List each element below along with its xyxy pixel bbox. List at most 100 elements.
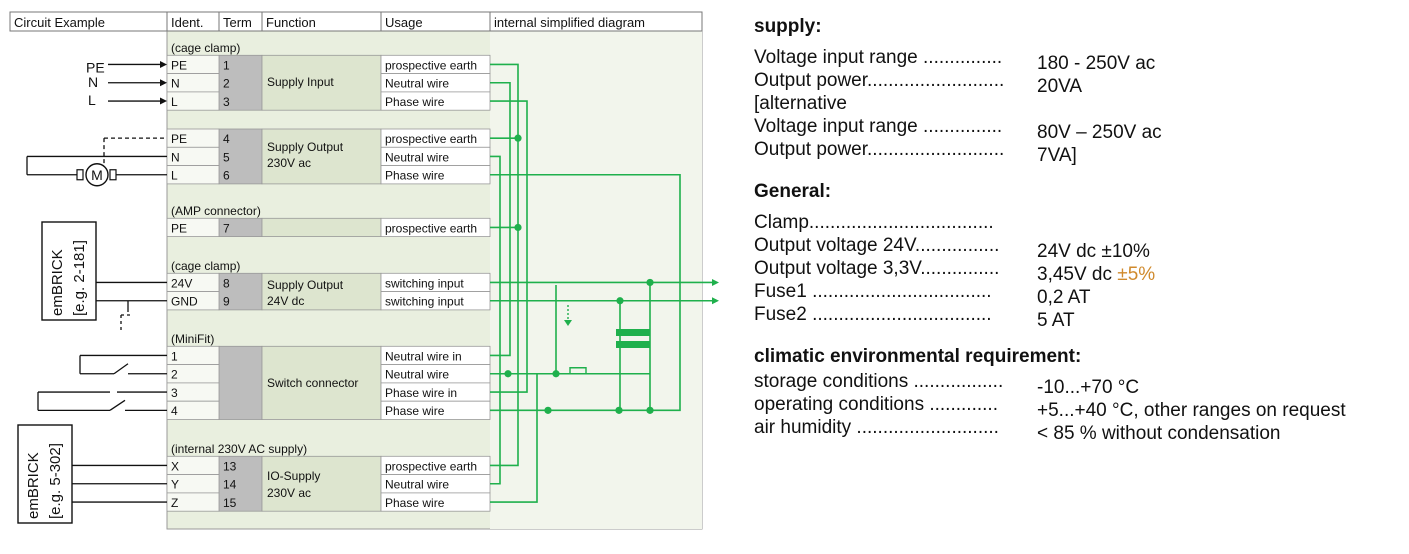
spec-value: 80V – 250V ac — [1037, 122, 1162, 143]
ident-text: PE — [171, 58, 187, 72]
spec-value: 7VA] — [1037, 145, 1077, 166]
pe-bus — [490, 63, 519, 467]
motor-terminal — [76, 169, 84, 181]
general-section: General: Clamp..........................… — [754, 179, 1404, 331]
spec-label: [alternative — [754, 93, 847, 114]
output-arrow — [712, 278, 719, 286]
input-label: N — [88, 74, 98, 90]
spec-line: Output power.......................... 20… — [754, 69, 1404, 97]
ident-text: PE — [171, 221, 187, 235]
usage-text: switching input — [385, 276, 464, 290]
spec-label: Fuse1 .................................. — [754, 281, 992, 302]
ident-text: N — [171, 150, 180, 164]
ident-text: 4 — [171, 404, 178, 418]
junction-dot — [514, 134, 522, 142]
general-title: General: — [754, 181, 832, 202]
ident-text: Y — [171, 478, 179, 492]
usage-text: Neutral wire — [385, 150, 449, 164]
usage-text: Phase wire — [385, 404, 445, 418]
general-lines: Clamp...................................… — [754, 211, 1404, 331]
function-supply-output-dc: Supply Output — [267, 278, 344, 292]
spec-value: 24V dc ±10% — [1037, 241, 1150, 262]
term-block — [218, 272, 263, 311]
function-block — [261, 345, 382, 420]
spec-value: < 85 % without condensation — [1037, 423, 1281, 444]
usage-text: prospective earth — [385, 132, 477, 146]
group-label: (cage clamp) — [171, 259, 240, 273]
term-block — [218, 345, 263, 420]
spec-line: Fuse2 ..................................… — [754, 303, 1404, 331]
term-number: 5 — [223, 150, 230, 164]
spec-label: operating conditions ............. — [754, 394, 998, 415]
diagram-panel — [490, 31, 702, 529]
motor-terminal — [109, 169, 117, 181]
spec-line: [alternative — [754, 92, 1404, 115]
spec-label: Fuse2 .................................. — [754, 304, 992, 325]
header-cell: Circuit Example — [14, 15, 105, 30]
usage-text: Neutral wire — [385, 478, 449, 492]
table-header — [9, 11, 703, 32]
term-block — [218, 128, 263, 185]
ident-text: 1 — [171, 349, 178, 363]
spec-line: air humidity ...........................… — [754, 416, 1404, 444]
term-number: 2 — [223, 77, 230, 91]
spec-value: 3,45V dc — [1037, 264, 1118, 285]
header-cell: internal simplified diagram — [494, 15, 645, 30]
spec-value-tolerance: ±5% — [1117, 264, 1156, 285]
function-supply-output-dc-voltage: 24V dc — [267, 294, 304, 308]
ident-text: PE — [171, 132, 187, 146]
term-number: 7 — [223, 221, 230, 235]
spec-value: 20VA — [1037, 76, 1083, 97]
function-block — [261, 272, 382, 311]
term-number: 4 — [223, 132, 230, 146]
ident-cell — [166, 217, 220, 238]
climatic-lines: storage conditions .................-10.… — [754, 370, 1404, 444]
input-label: PE — [86, 59, 105, 75]
usage-text: Phase wire — [385, 169, 445, 183]
supply-lines: Voltage input range ...............180 -… — [754, 46, 1404, 166]
motor-symbol — [85, 163, 109, 187]
term-number: 14 — [223, 478, 237, 492]
spec-line: Fuse1 ..................................… — [754, 280, 1404, 308]
embrick-2-model: [e.g. 5-302] — [47, 443, 64, 519]
neutral-out-wire — [490, 155, 501, 485]
usage-text: Neutral wire — [385, 77, 449, 91]
function-io-supply-voltage: 230V ac — [267, 486, 311, 500]
function-block — [261, 217, 382, 238]
spec-label: Output voltage 24V................ — [754, 235, 1000, 256]
spec-label: Voltage input range ............... — [754, 47, 1003, 68]
ident-text: Z — [171, 496, 178, 510]
usage-text: Phase wire — [385, 496, 445, 510]
climatic-title: climatic environmental requirement: — [754, 346, 1082, 367]
spec-label: Voltage input range ............... — [754, 116, 1003, 137]
embrick-box-2 — [17, 424, 73, 524]
ident-text: 3 — [171, 386, 178, 400]
usage-text: prospective earth — [385, 459, 477, 473]
spec-label: Output power.......................... — [754, 70, 1005, 91]
term-number: 8 — [223, 276, 230, 290]
spec-value: 0,2 AT — [1037, 287, 1091, 308]
header-cell: Ident. — [171, 15, 204, 30]
junction-dot — [514, 223, 522, 232]
supply-title: supply: — [754, 16, 822, 37]
ident-text: L — [171, 95, 178, 109]
ident-text: 24V — [171, 276, 192, 290]
term-number: 15 — [223, 496, 237, 510]
supply-section: supply: Voltage input range ............… — [754, 14, 1404, 166]
phase-io-wire — [490, 373, 538, 503]
embrick-box-1 — [41, 221, 97, 321]
specifications: supply: Voltage input range ............… — [754, 14, 1404, 444]
spec-value: -10...+70 °C — [1037, 377, 1140, 398]
phase-in-wire — [490, 100, 528, 393]
spec-line: Output voltage 3,3V...............3,45V … — [754, 257, 1404, 285]
ident-text: L — [171, 169, 178, 183]
spec-line: Clamp................................... — [754, 211, 1404, 234]
usage-text: Phase wire in — [385, 386, 457, 400]
ident-text: N — [171, 77, 180, 91]
group-label: (internal 230V AC supply) — [171, 442, 307, 456]
usage-text: Neutral wire in — [385, 349, 462, 363]
spec-line: Output voltage 24V................ 24V dc… — [754, 234, 1404, 262]
group-label: (cage clamp) — [171, 41, 240, 55]
relay-contact-arrow — [564, 320, 572, 326]
